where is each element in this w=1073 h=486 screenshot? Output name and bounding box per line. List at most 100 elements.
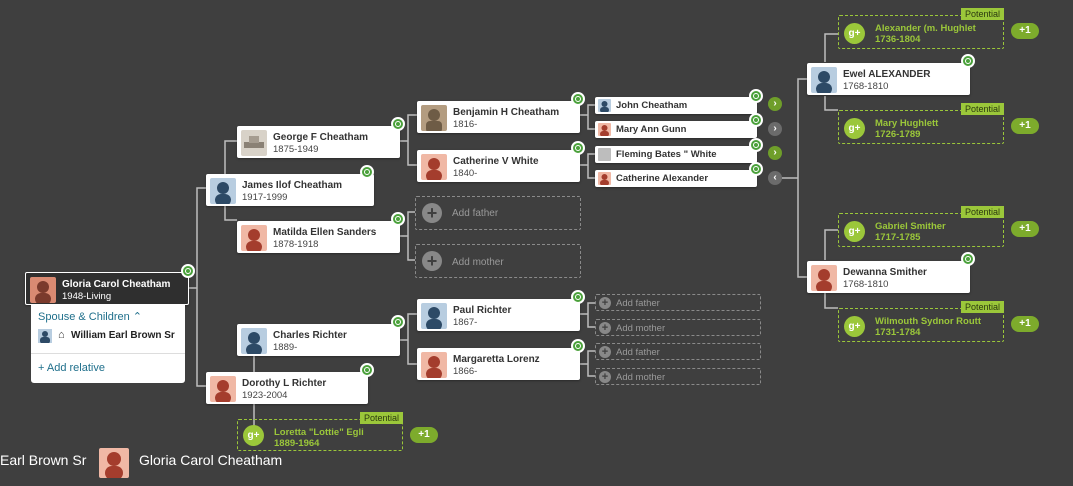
potential-parent-card[interactable]: Potential g+ Mary Hughlett 1726-1789 — [838, 103, 1004, 144]
record-hint-icon[interactable] — [571, 339, 585, 353]
photo-thumbnail — [598, 148, 611, 161]
add-person-icon: g+ — [844, 23, 865, 44]
female-avatar-icon — [99, 448, 129, 478]
add-mother-button[interactable]: + Add mother — [595, 319, 761, 336]
record-hint-icon[interactable] — [571, 141, 585, 155]
more-potential-badge[interactable]: +1 — [1011, 23, 1039, 39]
record-hint-icon[interactable] — [391, 212, 405, 226]
spouse-children-popup: Spouse & Children ⌃ ⌂ William Earl Brown… — [31, 305, 185, 383]
person-dates: 1917-1999 — [242, 192, 288, 203]
plus-icon: + — [599, 346, 611, 358]
person-dates: 1768-1810 — [843, 81, 889, 92]
more-potential-badge[interactable]: +1 — [1011, 118, 1039, 134]
spouse-name: William Earl Brown Sr — [71, 330, 175, 341]
add-father-button[interactable]: + Add father — [595, 343, 761, 360]
record-hint-icon[interactable] — [571, 92, 585, 106]
person-card-small[interactable]: John Cheatham — [595, 97, 757, 114]
person-name: Benjamin H Cheatham — [453, 107, 560, 118]
female-avatar-icon — [210, 376, 236, 402]
potential-parent-card[interactable]: Potential g+ Loretta "Lottie" Egli 1889-… — [237, 412, 403, 451]
record-hint-icon[interactable] — [961, 54, 975, 68]
person-name: Catherine Alexander — [616, 173, 709, 184]
record-hint-icon[interactable] — [391, 315, 405, 329]
more-potential-badge[interactable]: +1 — [1011, 221, 1039, 237]
record-hint-icon[interactable] — [749, 113, 763, 127]
photo-thumbnail — [421, 105, 447, 131]
record-hint-icon[interactable] — [360, 363, 374, 377]
plus-icon: + — [38, 362, 45, 374]
add-father-button[interactable]: + Add father — [415, 196, 581, 230]
record-hint-icon[interactable] — [360, 165, 374, 179]
bottom-breadcrumb: Earl Brown Sr Gloria Carol Cheatham — [0, 448, 1073, 478]
record-hint-icon[interactable] — [181, 264, 195, 278]
photo-thumbnail — [241, 130, 267, 156]
person-name: Dorothy L Richter — [242, 378, 327, 389]
person-dates: 1816- — [453, 119, 478, 130]
female-avatar-icon — [811, 265, 837, 291]
plus-icon: + — [599, 322, 611, 334]
expand-arrow-icon[interactable]: › — [768, 122, 782, 136]
person-name: Catherine V White — [453, 156, 539, 167]
record-hint-icon[interactable] — [961, 252, 975, 266]
spouse-row[interactable]: ⌂ William Earl Brown Sr — [38, 329, 183, 345]
record-hint-icon[interactable] — [749, 138, 763, 152]
male-avatar-icon — [38, 329, 52, 344]
male-avatar-icon — [241, 328, 267, 354]
female-avatar-icon — [30, 277, 56, 303]
add-person-icon: g+ — [844, 118, 865, 139]
record-hint-icon[interactable] — [571, 290, 585, 304]
potential-parent-card[interactable]: Potential g+ Alexander (m. Hughlet 1736-… — [838, 8, 1004, 49]
person-name: Matilda Ellen Sanders — [273, 227, 377, 238]
collapse-arrow-icon[interactable]: ‹ — [768, 171, 782, 185]
record-hint-icon[interactable] — [749, 89, 763, 103]
person-name: Fleming Bates " White — [616, 149, 717, 160]
more-potential-badge[interactable]: +1 — [410, 427, 438, 443]
spouse-children-toggle[interactable]: Spouse & Children ⌃ — [38, 311, 143, 323]
person-dates: 1867- — [453, 317, 478, 328]
plus-icon: + — [422, 203, 442, 223]
add-mother-button[interactable]: + Add mother — [415, 244, 581, 278]
expand-arrow-icon[interactable]: › — [768, 146, 782, 160]
home-icon: ⌂ — [58, 329, 65, 341]
person-dates: 1768-1810 — [843, 279, 889, 290]
potential-parent-card[interactable]: Potential g+ Gabriel Smither 1717-1785 — [838, 206, 1004, 247]
person-card-small[interactable]: Fleming Bates " White — [595, 146, 757, 163]
record-hint-icon[interactable] — [391, 117, 405, 131]
more-potential-badge[interactable]: +1 — [1011, 316, 1039, 332]
add-mother-button[interactable]: + Add mother — [595, 368, 761, 385]
person-name: Margaretta Lorenz — [453, 354, 540, 365]
male-avatar-icon — [598, 99, 611, 112]
person-name: Paul Richter — [453, 305, 512, 316]
person-dates: 1923-2004 — [242, 390, 288, 401]
female-avatar-icon — [241, 225, 267, 251]
record-hint-icon[interactable] — [749, 162, 763, 176]
female-avatar-icon — [598, 172, 611, 185]
breadcrumb-spouse[interactable]: Earl Brown Sr — [0, 452, 87, 468]
person-dates: 1889- — [273, 342, 298, 353]
person-card-small[interactable]: Mary Ann Gunn — [595, 121, 757, 138]
expand-arrow-icon[interactable]: › — [768, 97, 782, 111]
breadcrumb-focus-person[interactable]: Gloria Carol Cheatham — [139, 452, 283, 468]
potential-parent-card[interactable]: Potential g+ Wilmouth Sydnor Routt 1731-… — [838, 301, 1004, 342]
add-father-button[interactable]: + Add father — [595, 294, 761, 311]
person-dates: 1840- — [453, 168, 478, 179]
plus-icon: + — [599, 371, 611, 383]
person-dates: 1866- — [453, 366, 478, 377]
chevron-up-icon: ⌃ — [132, 311, 143, 323]
person-card-small-selected[interactable]: Catherine Alexander — [595, 170, 757, 187]
add-relative-button[interactable]: + Add relative — [38, 362, 105, 374]
person-name: Mary Ann Gunn — [616, 124, 687, 135]
